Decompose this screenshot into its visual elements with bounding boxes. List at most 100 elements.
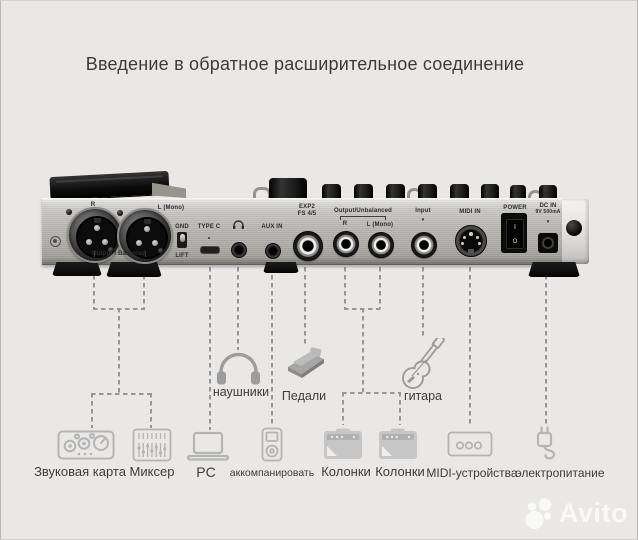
xlr-socket [76, 216, 118, 258]
laptop-icon [186, 431, 230, 461]
guitar-icon [402, 338, 445, 389]
connector-line [91, 393, 93, 428]
watermark: Avito [524, 495, 628, 531]
power-supply-label: электропитание [515, 466, 605, 480]
end-cap-knob [566, 220, 582, 236]
device-foot [52, 262, 102, 276]
label-xlr-l: L (Mono) [157, 205, 185, 211]
screw [117, 210, 123, 216]
connector-line [342, 392, 400, 394]
avito-logo-icon [525, 498, 552, 529]
accompany-label: аккомпанировать [229, 467, 315, 479]
midi-in-port [455, 225, 487, 257]
amp-icon [379, 428, 417, 459]
connector-line [545, 267, 547, 424]
speakers-label-1: Колонки [321, 464, 371, 479]
label-xlr-r: R [90, 202, 96, 208]
connector-line [118, 308, 120, 393]
power-adapter-icon [536, 426, 556, 460]
knob [269, 178, 307, 200]
power-on-mark: I [514, 224, 516, 231]
label-unbal-l: L (Mono) [366, 222, 394, 228]
headphones-icon [217, 352, 260, 385]
guitar-label: гитара [404, 389, 442, 403]
connector-line [237, 267, 239, 350]
power-switch: I O [501, 213, 527, 253]
connector-line [93, 267, 95, 308]
device-foot [106, 262, 162, 277]
connector-line [143, 267, 145, 308]
connector-line [362, 308, 364, 392]
label-output-unbalanced: Output/Unbalanced [334, 208, 392, 214]
headphones-label: наушники [212, 385, 270, 399]
label-dc-rating: 9V 500mA [535, 209, 561, 215]
knob [386, 184, 405, 200]
mixer-label: Миксер [129, 464, 175, 479]
connector-line [469, 267, 471, 427]
input-arrow: ▼ [420, 217, 426, 222]
screw [158, 248, 164, 254]
amp-icon [324, 428, 362, 459]
device-foot [263, 262, 299, 273]
unbalanced-l-jack [368, 232, 394, 258]
knob [354, 184, 373, 200]
connector-line [344, 267, 346, 308]
media-player-icon [261, 427, 283, 462]
headphone-icon [233, 220, 244, 230]
screw [66, 209, 72, 215]
power-off-mark: O [512, 239, 518, 245]
dc-arrow: ▼ [545, 219, 551, 224]
connector-line [342, 392, 344, 425]
label-aux-in: AUX IN [261, 224, 283, 230]
knob [322, 184, 341, 200]
connector-line [399, 392, 401, 425]
label-type-c: TYPE C [197, 224, 221, 230]
connector-line [422, 267, 424, 339]
connector-line [304, 267, 306, 347]
exp2-jack [293, 231, 323, 261]
label-power: POWER [503, 205, 527, 211]
label-input: Input [415, 208, 431, 214]
label-gnd: GND [175, 224, 189, 230]
label-midi-in: MIDI IN [459, 209, 481, 215]
mixer-icon [132, 428, 172, 462]
label-output-balanced: Output / Balanced [92, 251, 146, 257]
pc-label: PC [196, 464, 216, 480]
sound-card-label: Звуковая карта [34, 464, 126, 479]
connector-line [209, 267, 211, 430]
label-dc-in: DC IN [539, 203, 557, 209]
label-fs45: FS 4/5 [297, 211, 317, 217]
connector-line [150, 393, 152, 428]
midi-box-icon [447, 431, 493, 457]
sound-card-icon [57, 430, 115, 460]
device-foot [528, 262, 580, 277]
knob [481, 184, 499, 200]
headphone-jack [231, 242, 247, 258]
unbalanced-r-jack [333, 231, 359, 257]
knob [418, 184, 437, 200]
ground-lift-switch [177, 232, 187, 248]
dc-in-jack [538, 233, 558, 253]
speakers-label-2: Колонки [375, 464, 425, 479]
xlr-output-r [67, 207, 123, 263]
pedal-icon [288, 347, 324, 378]
connector-line [91, 393, 151, 395]
pedals-label: Педали [281, 389, 327, 403]
connector-line [379, 267, 381, 308]
knob [539, 185, 557, 200]
connector-line [271, 267, 273, 426]
midi-devices-label: MIDI-устройства [426, 466, 518, 480]
knob [450, 184, 469, 200]
label-exp2: EXP2 [299, 204, 315, 210]
unbalanced-bracket [340, 216, 386, 220]
knob [510, 185, 526, 200]
aux-in-jack [265, 243, 281, 259]
brand-logo [50, 236, 61, 247]
expression-pedal [49, 170, 170, 201]
avito-wordmark: Avito [559, 497, 628, 528]
label-unbal-r: R [342, 221, 348, 227]
screw [108, 247, 114, 253]
label-lift: LIFT [175, 253, 189, 259]
page-title: Введение в обратное расширительное соеди… [85, 54, 525, 74]
usb-c-port [200, 246, 220, 254]
